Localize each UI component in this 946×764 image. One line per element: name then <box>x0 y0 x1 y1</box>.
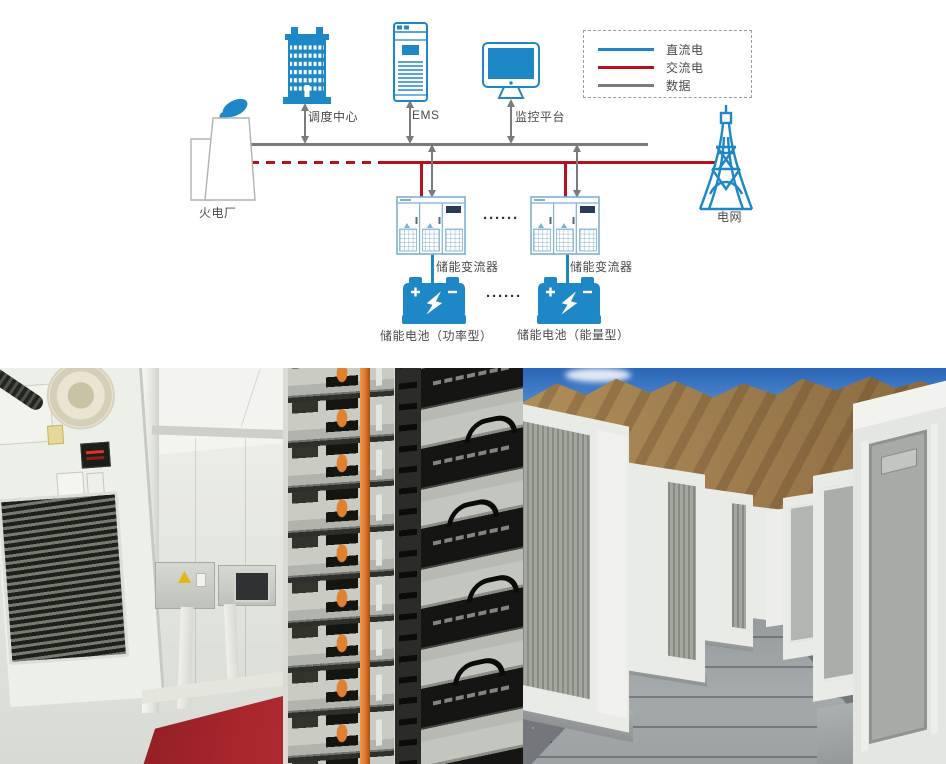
bms-cable-loop <box>465 411 517 444</box>
legend-row-dc: 直流电 <box>598 40 751 58</box>
orange-cable-run <box>360 368 370 764</box>
orange-jumper-cables <box>322 368 362 764</box>
data-arrow-converter2 <box>572 144 581 198</box>
container-louver <box>523 417 593 704</box>
photo-indoor-battery-room <box>0 368 523 764</box>
converter2-icon <box>530 196 600 255</box>
storage-container-near-right <box>853 380 946 764</box>
bms-chip-row <box>433 445 509 466</box>
container-louver <box>665 478 699 664</box>
converter1-icon <box>396 196 466 255</box>
data-arrow-ems <box>405 100 414 144</box>
module-handles <box>376 368 382 764</box>
module-labels <box>292 368 318 764</box>
grid-tower-icon <box>698 105 754 211</box>
bms-chip-row <box>433 368 509 386</box>
legend-label-ac: 交流电 <box>666 60 704 75</box>
ems-server-icon <box>393 22 428 102</box>
cloud <box>565 368 631 382</box>
legend-label-data: 数据 <box>666 78 692 93</box>
warning-triangle-sticker <box>178 571 191 583</box>
legend-row-ac: 交流电 <box>598 58 751 76</box>
grid-label: 电网 <box>717 210 743 224</box>
data-line-swatch <box>598 83 654 87</box>
dc-line-converter2-battery2 <box>566 253 569 283</box>
monitoring-platform-label: 监控平台 <box>515 110 566 124</box>
hvac-warning-sticker <box>46 424 65 445</box>
dispatch-center-icon <box>283 27 331 104</box>
ac-line-solid-segment <box>378 161 715 164</box>
ellipsis-converters: ······ <box>483 210 519 227</box>
battery-racks <box>283 368 523 764</box>
ellipsis-batteries: ······ <box>486 288 522 305</box>
box-tag <box>196 573 206 587</box>
hvac-unit <box>0 368 166 708</box>
hvac-fan <box>44 368 118 432</box>
hvac-led-display <box>80 441 111 469</box>
ac-line-swatch <box>598 65 654 69</box>
hvac-intake-grille <box>0 491 130 666</box>
container-side-panel <box>597 429 627 719</box>
storage-container <box>703 488 753 648</box>
battery-rack-left <box>288 368 394 764</box>
legend-label-dc: 直流电 <box>666 42 704 57</box>
dispatch-center-label: 调度中心 <box>308 110 359 124</box>
battery-power-label: 储能电池（功率型） <box>380 329 493 343</box>
control-display <box>234 571 270 602</box>
battery-power-icon <box>402 277 466 324</box>
dc-line-swatch <box>598 47 654 51</box>
battery-energy-label: 储能电池（能量型） <box>517 328 630 342</box>
bms-chip-row <box>433 525 509 546</box>
container-louver <box>729 499 749 633</box>
storage-container-near-left <box>523 402 629 733</box>
bms-cable-loop <box>453 654 505 687</box>
ems-label: EMS <box>412 108 440 122</box>
storage-container <box>625 462 705 683</box>
data-arrow-dispatch <box>300 103 309 144</box>
battery-rack-right <box>421 368 523 764</box>
converter1-label: 储能变流器 <box>436 260 499 274</box>
data-arrow-monitor <box>506 99 515 144</box>
ac-drop-converter1 <box>420 163 423 198</box>
electrical-box-1 <box>155 562 215 609</box>
data-bus-line <box>247 143 648 146</box>
converter2-label: 储能变流器 <box>570 260 633 274</box>
ac-line-dashed-segment <box>250 161 378 164</box>
dc-line-converter1-battery1 <box>431 253 434 283</box>
energy-storage-system-diagram: 火电厂 调度中心 <box>0 0 946 368</box>
data-arrow-converter1 <box>427 144 436 198</box>
photo-outdoor-storage-site <box>523 368 946 764</box>
power-plant-label: 火电厂 <box>199 206 237 220</box>
wall-seam <box>245 438 246 683</box>
bms-cable-loop <box>447 495 499 528</box>
battery-energy-icon <box>537 277 601 324</box>
legend-row-data: 数据 <box>598 76 751 94</box>
power-plant-icon <box>190 98 256 201</box>
electrical-box-2 <box>218 565 276 606</box>
container-door-panel <box>869 429 927 744</box>
rack-post <box>395 368 421 764</box>
bms-chip-row <box>433 605 509 626</box>
bms-cable-loop <box>467 571 519 604</box>
legend: 直流电 交流电 数据 <box>583 30 752 98</box>
container-hinge-bar <box>931 422 938 735</box>
container-hinge-bar <box>861 440 868 752</box>
ac-drop-converter2 <box>564 163 567 198</box>
bms-chip-row <box>433 685 509 706</box>
monitoring-platform-icon <box>482 42 540 99</box>
